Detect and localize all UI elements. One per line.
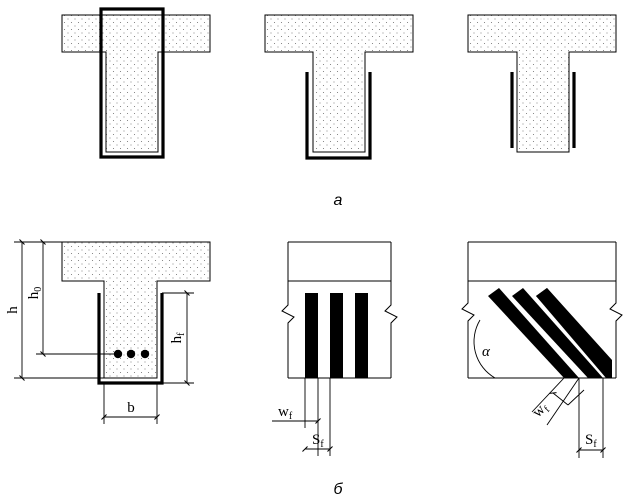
dim-wf-line-inclined: [549, 392, 569, 406]
beam-elevation-vertical-strips: wf Sf: [272, 241, 398, 456]
tbeam-section: [264, 14, 414, 153]
dim-sf-label: Sf: [312, 432, 324, 450]
break-line-right: [609, 242, 623, 378]
frp-strip: [305, 293, 318, 378]
frp-wrap-closed: [99, 7, 165, 159]
ext-line: [567, 389, 585, 406]
tbeam-section: [61, 14, 211, 153]
dim-hf-label: hf: [169, 332, 187, 344]
caption-a: а: [334, 192, 343, 209]
tbeam-section: [467, 14, 617, 153]
frp-u-wrap: [305, 72, 372, 160]
dim-b-label: b: [127, 400, 135, 416]
frp-u-wrap: [97, 293, 164, 385]
dim-h-label: h: [5, 306, 21, 314]
frp-strip-inclined: [488, 288, 579, 378]
ext-line: [531, 377, 565, 413]
break-line-right: [384, 242, 398, 378]
caption-b: б: [334, 481, 344, 498]
rebar: [140, 349, 150, 359]
dim-sf-label-inclined: Sf: [585, 432, 597, 450]
tbeam-full-wrap: [61, 7, 211, 159]
dim-h0-label: h0: [26, 287, 44, 300]
tbeam-section: [61, 241, 211, 379]
angle-alpha-arc: [473, 319, 496, 379]
frp-strip: [355, 293, 368, 378]
tbeam-side-bonded: [467, 14, 617, 153]
rebar: [126, 349, 136, 359]
dim-wf-label: wf: [278, 404, 293, 422]
tbeam-section-dimensioned: h h0 hf b: [5, 239, 211, 424]
angle-alpha-label: α: [482, 344, 491, 360]
tbeam-u-wrap: [264, 14, 414, 160]
frp-strip-inclined: [512, 288, 603, 378]
frp-strip: [330, 293, 343, 378]
break-line-left: [461, 242, 475, 378]
frp-strip-inclined: [536, 288, 612, 378]
beam-elevation-inclined-strips: α wf Sf: [461, 241, 623, 458]
break-line-left: [281, 242, 295, 378]
